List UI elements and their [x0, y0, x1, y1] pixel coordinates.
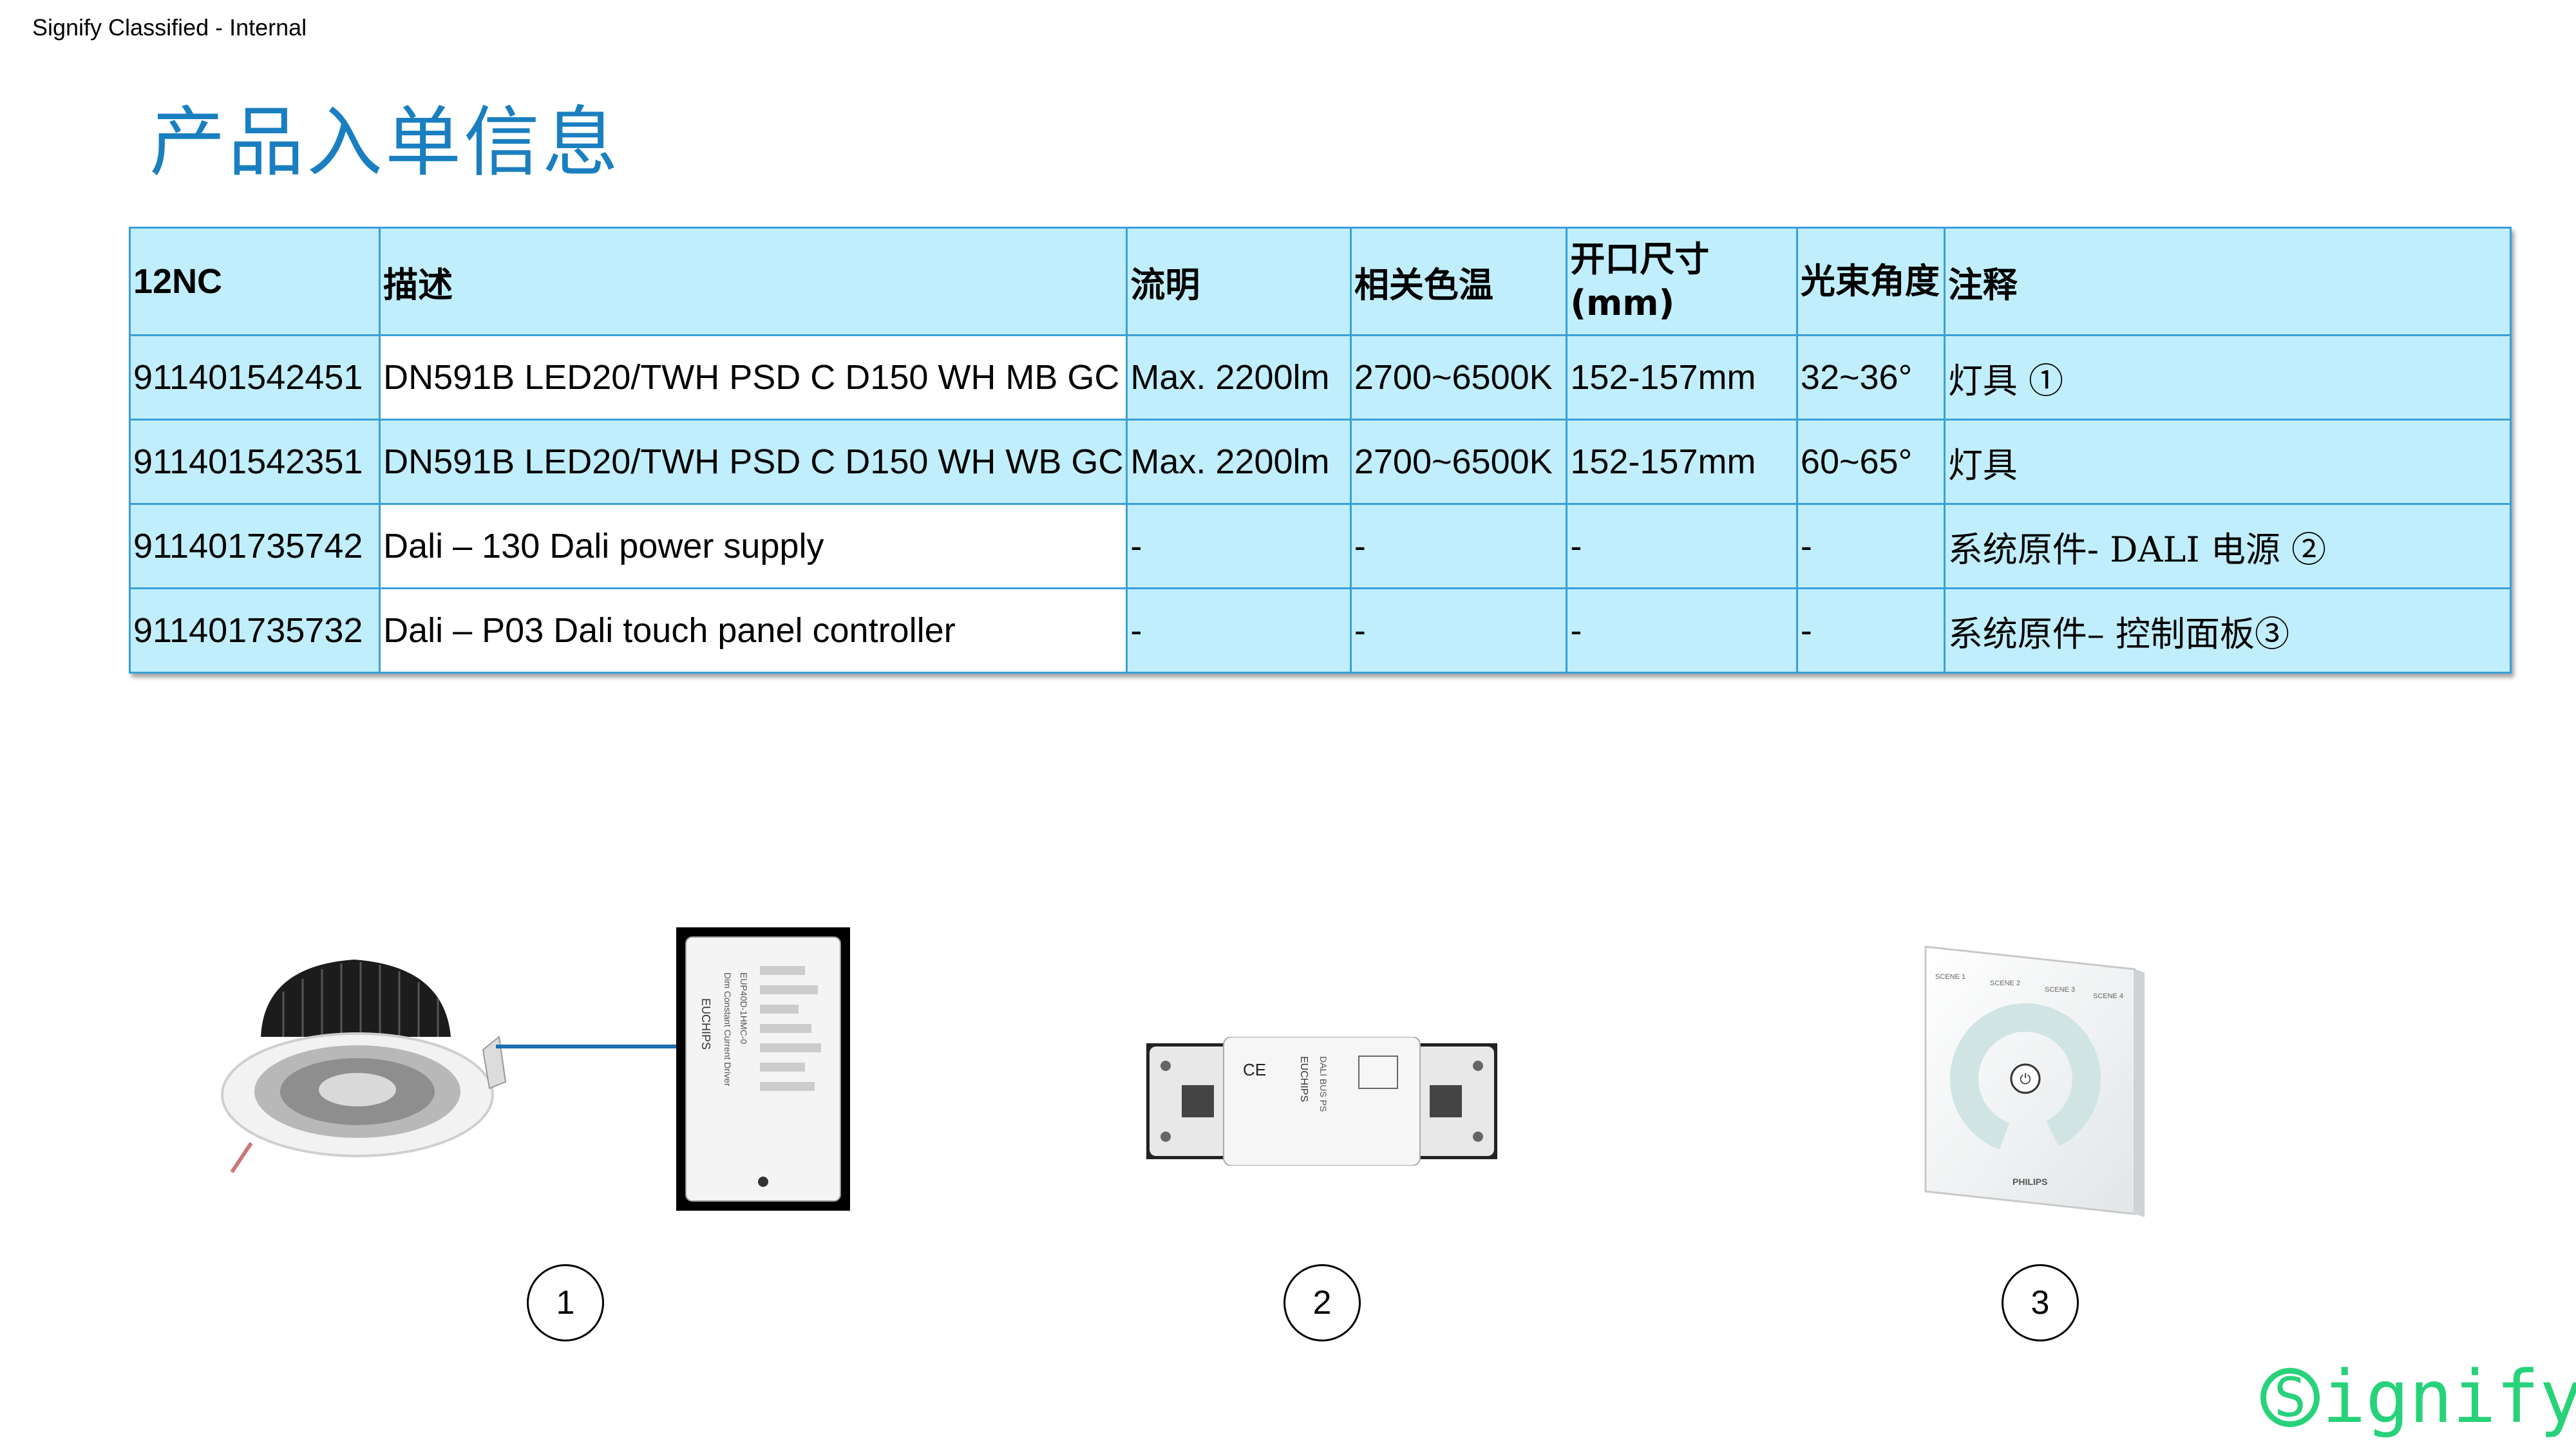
cell-notes: 系统原件– 控制面板③ — [1943, 587, 2512, 674]
cell-cct: - — [1349, 587, 1568, 674]
cell-lumen: - — [1126, 587, 1352, 674]
product-order-table: 12NC 描述 流明 相关色温 开口尺寸(mm) 光束角度 注释 9114015… — [128, 227, 2512, 674]
cell-beam-angle: 60~65° — [1795, 419, 1946, 505]
table-row: 911401735742 Dali – 130 Dali power suppl… — [128, 503, 2512, 589]
svg-text:SCENE 4: SCENE 4 — [2093, 992, 2123, 1000]
header-lumen: 流明 — [1126, 227, 1352, 336]
svg-text:CE: CE — [1243, 1060, 1266, 1079]
cell-12nc: 911401542451 — [128, 334, 381, 421]
downlight-with-driver-image: EUCHIPS Dim Constant Current Driver EUP4… — [221, 927, 850, 1211]
cell-cct: 2700~6500K — [1349, 334, 1568, 421]
cell-beam-angle: - — [1795, 503, 1946, 589]
cell-lumen: Max. 2200lm — [1126, 334, 1352, 421]
cell-cutout: 152-157mm — [1566, 334, 1798, 421]
table-row: 911401542451 DN591B LED20/TWH PSD C D150… — [128, 334, 2512, 421]
cell-description: Dali – P03 Dali touch panel controller — [379, 587, 1128, 674]
svg-text:DALI BUS PS: DALI BUS PS — [1318, 1056, 1329, 1112]
svg-text:SCENE 1: SCENE 1 — [1935, 973, 1965, 981]
cell-description: Dali – 130 Dali power supply — [379, 503, 1128, 589]
product-number-3: 3 — [2002, 1264, 2079, 1341]
header-notes: 注释 — [1943, 227, 2512, 336]
cell-notes: 系统原件- DALI 电源 ② — [1943, 503, 2512, 589]
cell-description: DN591B LED20/TWH PSD C D150 WH WB GC — [379, 419, 1128, 505]
header-cutout: 开口尺寸(mm) — [1566, 227, 1798, 336]
header-cct: 相关色温 — [1349, 227, 1568, 336]
cell-cutout: 152-157mm — [1566, 419, 1798, 505]
signify-logo-icon: S — [2260, 1368, 2320, 1427]
cell-cct: - — [1349, 503, 1568, 589]
cell-12nc: 911401735742 — [128, 503, 381, 589]
touch-panel-controller-image: ⏻ SCENE 1 SCENE 2 SCENE 3 SCENE 4 PHILIP… — [1924, 945, 2145, 1217]
product-number-1: 1 — [527, 1264, 604, 1341]
cell-12nc: 911401735732 — [128, 587, 381, 674]
svg-text:EUCHIPS: EUCHIPS — [699, 998, 712, 1050]
cell-cct: 2700~6500K — [1349, 419, 1568, 505]
classification-label: Signify Classified - Internal — [32, 14, 307, 41]
svg-text:SCENE 2: SCENE 2 — [1990, 980, 2020, 987]
cell-lumen: Max. 2200lm — [1126, 419, 1352, 505]
header-description: 描述 — [379, 227, 1128, 336]
header-12nc: 12NC — [128, 227, 381, 336]
svg-text:⏻: ⏻ — [2020, 1072, 2031, 1088]
cell-beam-angle: - — [1795, 587, 1946, 674]
table-row: 911401735732 Dali – P03 Dali touch panel… — [128, 587, 2512, 674]
cell-notes: 灯具 — [1943, 419, 2512, 505]
cell-notes: 灯具 ① — [1943, 334, 2512, 421]
cell-beam-angle: 32~36° — [1795, 334, 1946, 421]
table-row: 911401542351 DN591B LED20/TWH PSD C D150… — [128, 419, 2512, 505]
dali-power-supply-image: CE EUCHIPS DALI BUS PS — [1146, 1037, 1497, 1166]
svg-text:SCENE 3: SCENE 3 — [2045, 986, 2075, 994]
header-beam-angle: 光束角度 — [1795, 227, 1946, 336]
signify-logo-text: ignify — [2322, 1356, 2576, 1439]
svg-text:PHILIPS: PHILIPS — [2012, 1177, 2047, 1187]
page-title: 产品入单信息 — [149, 98, 621, 187]
signify-logo: S ignify — [2260, 1356, 2576, 1439]
svg-text:Dim Constant Current Driver: Dim Constant Current Driver — [723, 972, 733, 1086]
cell-lumen: - — [1126, 503, 1352, 589]
svg-text:EUCHIPS: EUCHIPS — [1298, 1056, 1309, 1102]
cell-cutout: - — [1566, 587, 1798, 674]
cell-12nc: 911401542351 — [128, 419, 381, 505]
svg-text:EUP40D-1HMC-0: EUP40D-1HMC-0 — [739, 972, 749, 1044]
product-number-2: 2 — [1283, 1264, 1361, 1341]
cell-description: DN591B LED20/TWH PSD C D150 WH MB GC — [379, 334, 1128, 421]
cell-cutout: - — [1566, 503, 1798, 589]
table-header-row: 12NC 描述 流明 相关色温 开口尺寸(mm) 光束角度 注释 — [128, 227, 2512, 336]
